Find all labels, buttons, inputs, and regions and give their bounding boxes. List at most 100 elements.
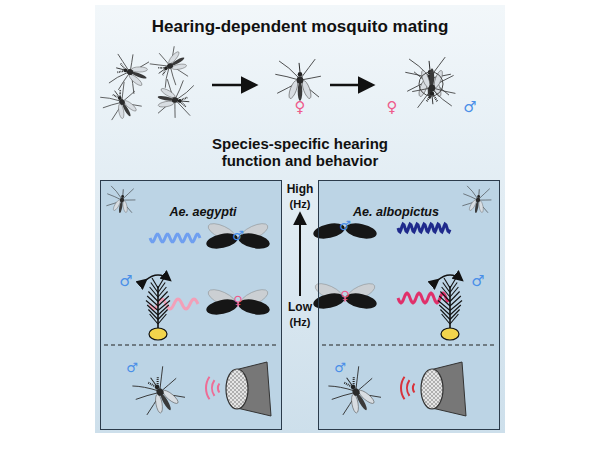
- sound-wave: [206, 377, 209, 400]
- title: Hearing-dependent mosquito mating: [0, 17, 600, 37]
- sex-symbol: ♂: [232, 229, 244, 244]
- mosquito-leg: [418, 90, 432, 108]
- antenna-fibril: [158, 292, 168, 302]
- species-panel: Ae. aegypti: [100, 180, 282, 430]
- mosquito-abdomen: [474, 201, 479, 213]
- sex-symbol: ♂: [119, 273, 132, 290]
- antenna-fibril: [444, 278, 450, 288]
- speaker: [421, 362, 466, 416]
- mosquito-figure: [275, 59, 321, 101]
- sex-symbol: ♂: [471, 273, 484, 290]
- antenna-fibril: [450, 287, 458, 297]
- mosquito-leg: [107, 194, 122, 200]
- mosquito-leg: [328, 376, 354, 401]
- mosquito-abdomen: [157, 95, 173, 102]
- mosquito-antenna: [161, 69, 168, 75]
- frequency-wave: [398, 293, 448, 303]
- mosquito-figure: [106, 49, 152, 97]
- mosquito-proboscis: [478, 189, 480, 195]
- mosquito-leg: [301, 76, 321, 80]
- antenna-base: [149, 328, 167, 340]
- sex-symbol: ♀: [233, 294, 243, 309]
- mosquito-leg: [100, 89, 120, 109]
- species-name: Ae. aegypti: [101, 181, 281, 219]
- sound-wave: [407, 380, 409, 396]
- mosquito-antenna: [119, 63, 126, 69]
- antenna-fibril: [450, 278, 456, 288]
- antenna-fibril: [158, 301, 170, 311]
- antenna-fibril: [146, 301, 158, 311]
- mosquito-leg: [121, 201, 134, 212]
- mosquito-thorax: [476, 197, 481, 202]
- mosquito-abdomen: [118, 201, 123, 213]
- mosquito-leg: [109, 67, 128, 88]
- antenna-fibril: [158, 287, 166, 297]
- vibration-arc: [146, 275, 170, 280]
- sequence-arrow: [212, 84, 255, 87]
- sound-wave: [413, 383, 414, 392]
- sequence-arrow: [330, 84, 372, 87]
- mosquito-leg: [301, 59, 315, 78]
- mosquito-figure: [104, 184, 137, 215]
- mating-cluster: [419, 72, 443, 96]
- antenna-fibril: [151, 283, 158, 293]
- mosquito-leg: [118, 71, 129, 91]
- mosquito-antenna: [344, 380, 352, 389]
- mosquito-wing: [158, 100, 175, 108]
- divider-line: [104, 344, 278, 345]
- antenna-organ: [146, 275, 170, 340]
- antenna-fibril: [450, 301, 462, 311]
- frequency-wave: [398, 224, 450, 232]
- mosquito-leg: [479, 187, 490, 200]
- section-heading: Species-specific hearing function and be…: [184, 135, 416, 170]
- sound-wave: [401, 377, 404, 400]
- antenna-fibril: [442, 287, 450, 297]
- sex-symbol: ♀: [340, 289, 350, 304]
- mosquito-antenna: [117, 90, 123, 97]
- mosquito-leg: [433, 88, 456, 93]
- sound-wave: [218, 383, 219, 392]
- frequency-arrow: [299, 214, 301, 296]
- sound-wave: [212, 380, 214, 396]
- mosquito-leg: [477, 201, 490, 212]
- background-card: [95, 5, 505, 433]
- speaker-grille: [421, 369, 443, 409]
- mosquito-head: [121, 195, 124, 198]
- mosquito-abdomen: [430, 68, 434, 86]
- axis-unit: (Hz): [290, 198, 311, 211]
- antenna-fibril: [439, 296, 450, 306]
- antenna-fibril: [158, 296, 169, 306]
- axis-label: Low: [288, 301, 312, 315]
- mosquito-leg: [109, 186, 123, 199]
- mosquito-proboscis: [116, 67, 124, 70]
- mosquito-thorax: [120, 197, 125, 202]
- mosquito-head: [298, 72, 303, 77]
- sex-symbol: ♂: [126, 361, 138, 376]
- mosquito-antenna: [158, 65, 165, 71]
- sex-symbol: ♂: [334, 361, 346, 376]
- mosquito-proboscis: [181, 100, 189, 102]
- mosquito-figure: [147, 43, 194, 91]
- mosquito-proboscis: [115, 90, 119, 97]
- divider-line: [322, 344, 496, 345]
- sex-symbol: ♂: [339, 219, 351, 234]
- mosquito-head: [477, 195, 480, 198]
- antenna-fibril: [438, 301, 450, 311]
- antenna-fibril: [443, 283, 450, 293]
- panel-fill: [318, 180, 500, 430]
- mosquito-figure: [155, 76, 196, 120]
- mosquito-leg: [157, 67, 177, 87]
- antenna-fibril: [148, 292, 158, 302]
- mosquito-proboscis: [429, 61, 431, 71]
- mosquito-wing: [478, 200, 484, 212]
- mosquito-figure: [324, 363, 384, 422]
- mosquito-wing: [131, 67, 147, 72]
- mosquito-proboscis: [347, 377, 353, 386]
- antenna-fibril: [450, 296, 461, 306]
- sex-symbol: ♂: [463, 99, 476, 116]
- panel-fill: [100, 180, 282, 430]
- speaker: [226, 362, 271, 416]
- mosquito-wing: [122, 200, 128, 212]
- vibration-arc: [438, 275, 462, 280]
